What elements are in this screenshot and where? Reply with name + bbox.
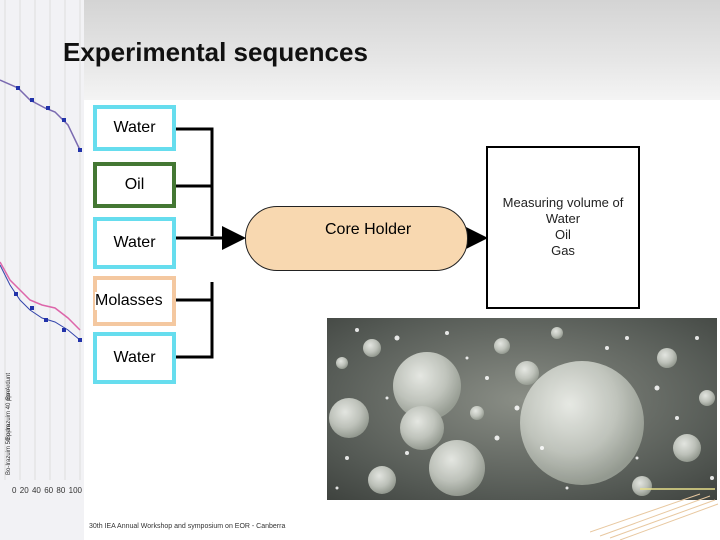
measurement-text: Measuring volume of Water Oil Gas [488,195,638,259]
side-chart-legend-0: Bo-Ardunt [6,373,12,400]
bubbles-photo [327,318,717,500]
measurement-item-gas: Gas [551,243,575,258]
side-chart-legend-1: Bo-Irazuim 40 ppm [6,389,12,440]
sequence-label: Oil [124,176,145,193]
side-chart-series-pink [0,261,81,331]
bubbles-image [327,318,717,500]
side-chart-tick: 60 [44,486,54,495]
core-holder-shape [245,206,468,271]
sequence-box-water-2: Water [93,217,176,269]
measurement-box [486,146,640,309]
sequence-label: Water [113,119,156,136]
sequence-box-molasses: Molasses [93,276,176,326]
sequence-label: Molasses [95,292,163,310]
side-chart-tick: 100 [68,486,82,495]
connector-bottom [176,298,214,359]
sequence-label: Water [113,349,156,366]
title-band [84,0,720,100]
side-chart-strip: Bo-Ardunt Bo-Irazuim 40 ppm Bo-Irazuim 5… [0,0,84,540]
side-chart-tick: 40 [31,486,41,495]
side-chart: Bo-Ardunt Bo-Irazuim 40 ppm Bo-Irazuim 5… [0,0,82,480]
side-chart-legend-2: Bo-Irazuim 50 ppm [6,424,12,475]
measurement-heading: Measuring volume of [502,195,624,210]
sequence-box-water-3: Water [93,332,176,384]
side-chart-tick: 20 [19,486,29,495]
connector-top [176,127,214,188]
side-chart-tick: 0 [12,486,17,495]
decorative-stripes [590,488,719,540]
sequence-box-water-1: Water [93,105,176,151]
sequence-box-oil: Oil [93,162,176,208]
slide-footer: 30th IEA Annual Workshop and symposium o… [89,523,286,530]
side-chart-tick: 80 [56,486,66,495]
core-holder-label: Core Holder [325,221,412,238]
measurement-item-oil: Oil [555,227,571,242]
slide-title: Experimental sequences [63,37,368,67]
side-chart-ticks: 0 20 40 60 80 100 [12,486,82,495]
sequence-label: Water [113,234,156,251]
measurement-item-water: Water [545,211,581,226]
